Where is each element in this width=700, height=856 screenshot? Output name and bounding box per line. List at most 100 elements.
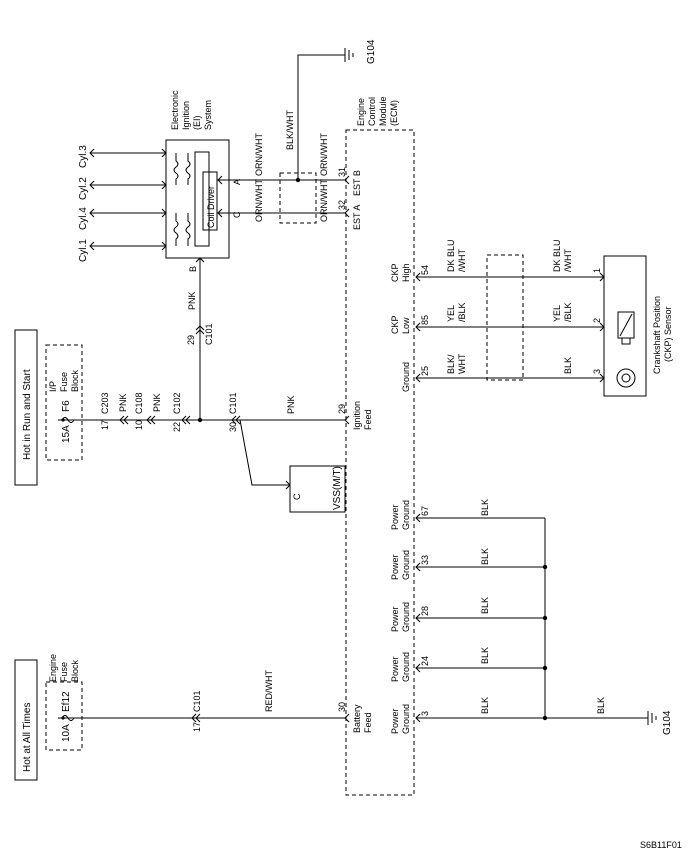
wire-label-blk-ckp: BLK xyxy=(563,357,573,374)
fuse-f6-symbol xyxy=(58,417,76,423)
fuse-eng-block-2: Fuse xyxy=(59,662,69,682)
pg3-1: Power xyxy=(390,708,400,734)
wire-label-yel-2b: /BLK xyxy=(563,302,573,322)
power-box-run xyxy=(14,329,38,486)
splice-dot xyxy=(542,665,548,671)
pin-ckp-high-2: High xyxy=(401,263,411,282)
fuse-eng-block-1: Engine xyxy=(48,654,58,682)
pin-ckp-low-1: CKP xyxy=(390,315,400,334)
pin-85: 85 xyxy=(420,315,430,325)
ckp-label-2: (CKP) Sensor xyxy=(663,306,673,362)
pin-ign-feed-2: Feed xyxy=(363,409,373,430)
conn-c101a-name: C101 xyxy=(228,392,238,414)
pin-est-b: EST B xyxy=(352,170,362,196)
pin-est-a: EST A xyxy=(352,205,362,230)
ckp-sensor-box xyxy=(603,255,647,397)
fuse-ef12-rating: 10A xyxy=(61,724,72,742)
pin-ground: Ground xyxy=(401,362,411,392)
pg28-1: Power xyxy=(390,606,400,632)
wire-label-red-wht: RED/WHT xyxy=(264,670,274,712)
wire-label-orn-wht-2: ORN/WHT xyxy=(319,133,329,176)
pin-28: 28 xyxy=(420,606,430,616)
coil-winding-top xyxy=(173,153,191,185)
vss-label: VSS(M/T) xyxy=(332,466,343,510)
cyl-2: Cyl.2 xyxy=(78,177,89,200)
wire-label-dkblu-2b: /WHT xyxy=(563,249,573,272)
wire-vss-branch xyxy=(239,419,290,486)
wire-label-yel-2a: YEL xyxy=(552,305,562,322)
ecm-label-1: Engine xyxy=(356,98,366,126)
ei-terminal-c: C xyxy=(232,211,242,218)
coil-pack xyxy=(194,151,210,247)
wire-label-pnk-1: PNK xyxy=(118,393,128,412)
pg33-1: Power xyxy=(390,554,400,580)
fuse-ip-block-1: I/P xyxy=(48,381,58,392)
wire-label-orn-wht-4: ORN/WHT xyxy=(319,179,329,222)
pin-24: 24 xyxy=(420,656,430,666)
pin-67: 67 xyxy=(420,506,430,516)
label-hot-run-start: Hot in Run and Start xyxy=(22,369,33,460)
ecm-label-4: (ECM) xyxy=(389,100,399,126)
wire-label-pnk-2: PNK xyxy=(152,393,162,412)
ckp-pin-3: 3 xyxy=(592,369,602,374)
wire-label-blkwht-b: WHT xyxy=(457,353,467,374)
pin-32: 32 xyxy=(337,200,347,210)
fuse-ip-block-2: Fuse xyxy=(59,372,69,392)
conn-c203-pin: 17 xyxy=(100,420,110,430)
fuse-ef12-symbol xyxy=(58,715,76,721)
wire-label-orn-wht-1: ORN/WHT xyxy=(254,133,264,176)
wire-label-blk-24: BLK xyxy=(480,647,490,664)
wire-label-dkblu-1a: DK BLU xyxy=(446,239,456,272)
wire-label-blk-67: BLK xyxy=(480,499,490,516)
power-box-all xyxy=(14,659,38,781)
pg67-1: Power xyxy=(390,504,400,530)
wire-label-blk-28: BLK xyxy=(480,597,490,614)
wire-label-blk-33: BLK xyxy=(480,548,490,565)
pin-33: 33 xyxy=(420,555,430,565)
ei-label-2: Ignition xyxy=(181,101,191,130)
splice-dot xyxy=(542,715,548,721)
ei-label-1: Electronic xyxy=(170,90,180,130)
coil-winding-bottom xyxy=(173,213,191,246)
conn-c102-name: C102 xyxy=(172,392,182,414)
pin-54: 54 xyxy=(420,265,430,275)
ei-terminal-b: B xyxy=(188,266,198,272)
diagram-code: S6B11F01 xyxy=(640,840,682,850)
pin-31: 31 xyxy=(337,167,347,177)
pg24-1: Power xyxy=(390,656,400,682)
wire-label-pnk-3: PNK xyxy=(187,291,197,310)
ground-g104-bottom: G104 xyxy=(662,710,673,735)
fuse-box-engine xyxy=(45,681,83,751)
pin-ckp-low-2: Low xyxy=(401,317,411,334)
vss-box xyxy=(289,465,346,513)
wire-label-dkblu-2a: DK BLU xyxy=(552,239,562,272)
wire-label-yel-1b: /BLK xyxy=(457,302,467,322)
pg33-2: Ground xyxy=(401,550,411,580)
wire-label-blk-wht: BLK/WHT xyxy=(285,109,295,150)
ground-symbol-top xyxy=(344,48,354,62)
conn-c101b-name: C101 xyxy=(204,323,214,345)
fuse-eng-block-3: Block xyxy=(70,659,80,682)
fuse-box-ip xyxy=(45,344,83,461)
wire-label-orn-wht-3: ORN/WHT xyxy=(254,179,264,222)
pin-25: 25 xyxy=(420,366,430,376)
cyl-1: Cyl.1 xyxy=(78,239,89,262)
cyl-4: Cyl.4 xyxy=(78,207,89,230)
label-hot-all-times: Hot at All Times xyxy=(22,703,33,772)
ckp-pin-2: 2 xyxy=(592,318,602,323)
vss-pin: C xyxy=(292,493,302,500)
pg28-2: Ground xyxy=(401,602,411,632)
ei-label-3: (EI) xyxy=(192,115,202,130)
wire-label-pnk-4: PNK xyxy=(286,395,296,414)
splice-dot xyxy=(197,417,203,423)
pg24-2: Ground xyxy=(401,652,411,682)
conn-c101a-pin: 30 xyxy=(228,422,238,432)
pin-bat-feed-1: Battery xyxy=(352,704,362,733)
conn-c102-pin: 22 xyxy=(172,422,182,432)
ground-g104-top: G104 xyxy=(366,39,377,64)
wire-blk-wht-ground xyxy=(297,54,345,180)
pin-3: 3 xyxy=(420,711,430,716)
shield-ckp xyxy=(486,254,524,381)
ei-terminal-a: A xyxy=(232,179,242,185)
